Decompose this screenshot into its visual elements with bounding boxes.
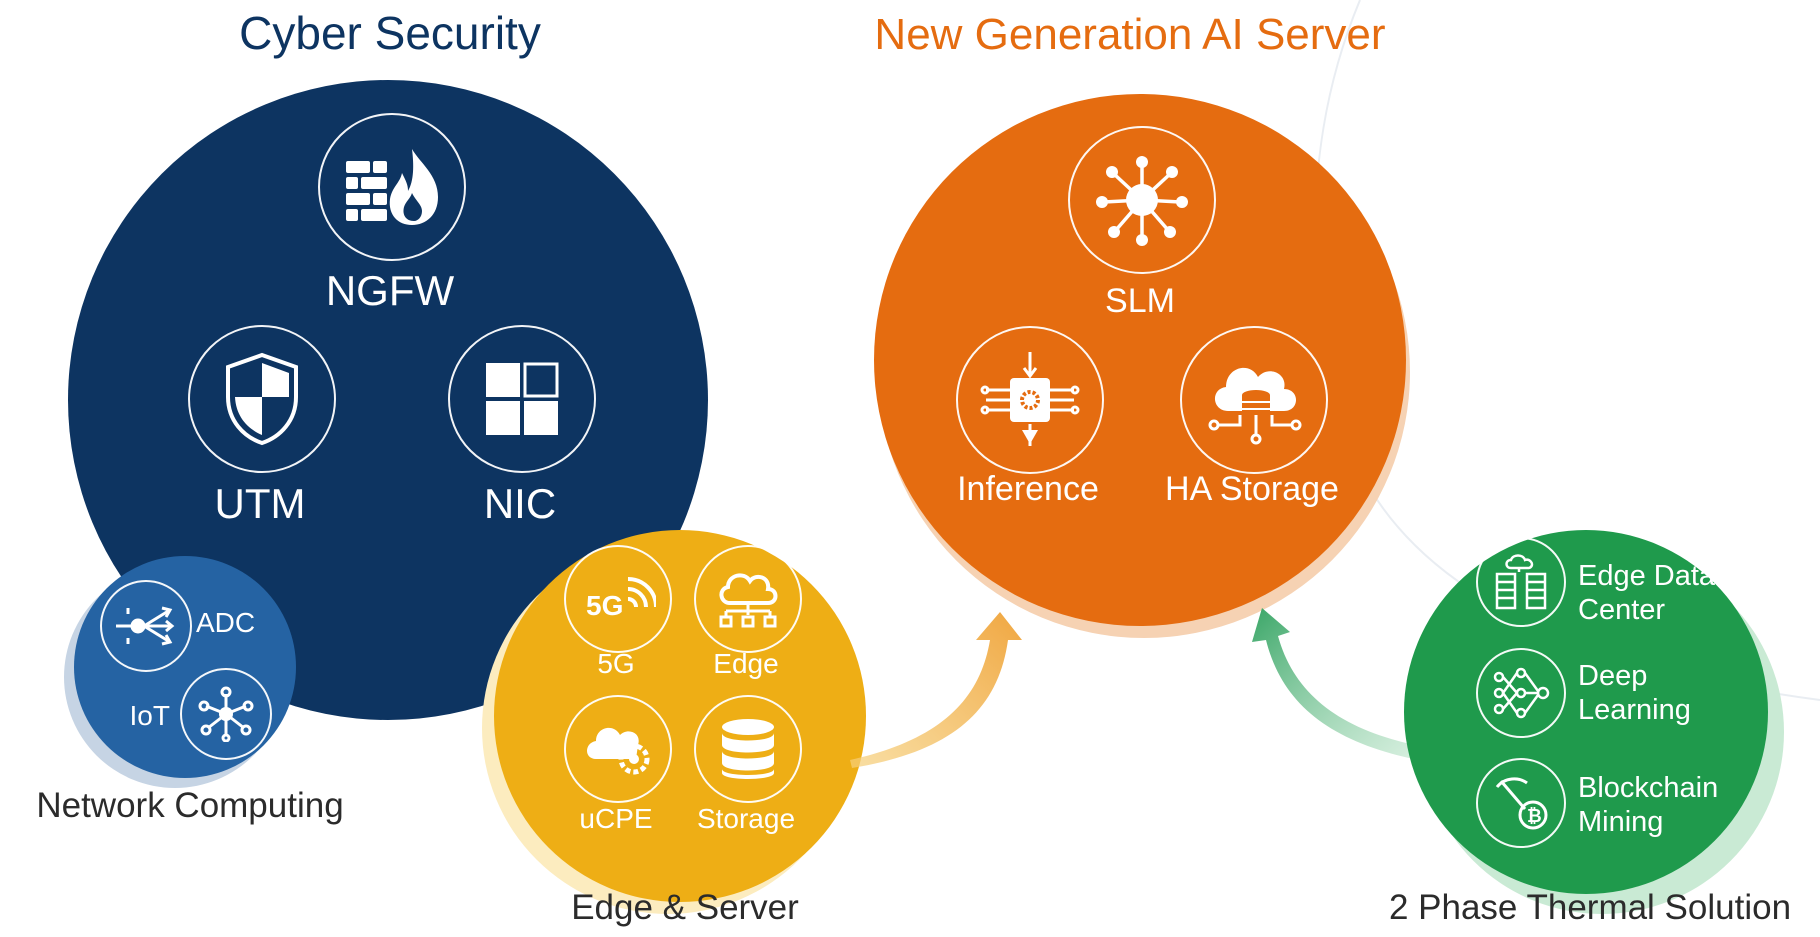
svg-text:5G: 5G xyxy=(586,590,623,621)
5g-label: 5G xyxy=(597,648,635,679)
hub-icon xyxy=(1096,156,1188,246)
slm-icon-ring xyxy=(1068,126,1216,274)
edge-data-center-line1: Edge Data xyxy=(1578,560,1716,592)
edge-label: Edge xyxy=(713,648,779,679)
server-cloud-icon xyxy=(1495,554,1547,610)
thermal-circle xyxy=(1404,530,1768,894)
cyber-security-title: Cyber Security xyxy=(239,7,541,59)
ha-storage-icon-ring xyxy=(1180,326,1328,474)
5g-icon: 5G xyxy=(586,577,656,621)
edge-server-title: Edge & Server xyxy=(571,888,799,927)
cloud-gear-icon xyxy=(587,727,650,775)
edge-server-circle xyxy=(494,530,866,902)
pickaxe-coin-icon: ₿ xyxy=(1495,777,1548,830)
svg-text:₿: ₿ xyxy=(1527,806,1542,826)
ngfw-icon-ring xyxy=(318,113,466,261)
nic-label: NIC xyxy=(483,480,557,527)
nic-icon-ring xyxy=(448,325,596,473)
thermal-title: 2 Phase Thermal Solution xyxy=(1388,888,1792,927)
database-icon xyxy=(722,719,774,779)
ucpe-icon-ring xyxy=(564,695,672,803)
adc-icon-ring xyxy=(100,580,192,672)
deep-learning-line2: Learning xyxy=(1578,694,1691,726)
inference-icon-ring xyxy=(956,326,1104,474)
inference-label: Inference xyxy=(957,470,1099,508)
shield-icon xyxy=(226,352,298,446)
ai-server-title: New Generation AI Server xyxy=(874,10,1386,59)
blockchain-mining-line1: Blockchain xyxy=(1578,772,1719,804)
chip-icon xyxy=(980,352,1080,446)
deep-learning-icon-ring xyxy=(1476,648,1566,738)
ngfw-label: NGFW xyxy=(325,267,455,314)
load-balancer-icon xyxy=(116,606,175,646)
neural-icon xyxy=(1493,667,1550,719)
storage-label: Storage xyxy=(696,803,796,834)
firewall-icon xyxy=(346,149,438,225)
deep-learning-line1: Deep xyxy=(1578,660,1648,692)
iot-icon-ring xyxy=(180,668,272,760)
network-nodes-icon xyxy=(198,686,254,742)
blockchain-mining-icon-ring: ₿ xyxy=(1476,758,1566,848)
network-computing-title: Network Computing xyxy=(36,786,344,825)
utm-label: UTM xyxy=(214,480,306,527)
cloud-network-icon xyxy=(719,573,778,628)
utm-icon-ring xyxy=(188,325,336,473)
iot-label: IoT xyxy=(129,700,170,731)
storage-icon-ring xyxy=(694,695,802,803)
grid-icon xyxy=(486,362,559,435)
adc-label: ADC xyxy=(196,607,256,638)
cloud-database-icon xyxy=(1208,367,1302,445)
slm-label: SLM xyxy=(1105,282,1175,320)
ucpe-label: uCPE xyxy=(579,803,653,834)
edge-data-center-icon-ring xyxy=(1476,537,1566,627)
edge-icon-ring xyxy=(694,545,802,653)
5g-icon-ring: 5G xyxy=(564,545,672,653)
ha-storage-label: HA Storage xyxy=(1165,470,1339,508)
blockchain-mining-line2: Mining xyxy=(1578,806,1664,838)
edge-data-center-line2: Center xyxy=(1578,594,1666,626)
